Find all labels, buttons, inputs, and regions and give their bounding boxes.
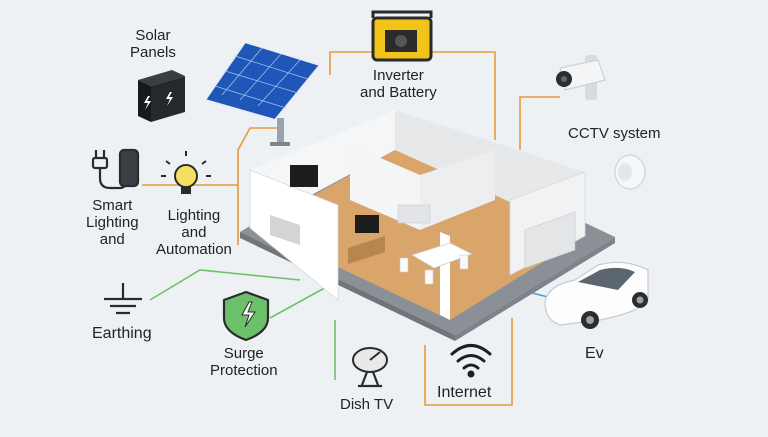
label-internet: Internet [437,384,491,402]
connector-earthing [150,270,300,300]
label-ev: Ev [585,345,604,363]
label-inverter-battery: Inverter and Battery [360,68,437,102]
connector-cctv [520,97,560,150]
connector-surge [270,285,330,318]
label-dish-tv: Dish TV [340,397,393,414]
label-line: and [86,232,139,249]
label-line: Inverter [360,68,437,85]
label-cctv: CCTV system [568,126,661,143]
smoke-detector-icon [615,155,645,189]
wifi-icon [452,346,490,377]
solar-panel-icon [205,42,320,146]
tv-unit-2 [355,215,379,233]
generator-icon [373,12,431,60]
light-bulb-icon [161,151,211,194]
label-line: Protection [210,363,278,380]
plug-icon [93,150,138,188]
label-line: and Battery [360,85,437,102]
chair [400,258,408,272]
label-earthing: Earthing [92,325,152,343]
label-line: Lighting [86,215,139,232]
label-surge-protection: Surge Protection [210,346,278,380]
battery-box-icon [138,70,185,122]
label-line: Panels [130,45,176,62]
tv-unit [290,165,318,187]
kitchen-counter [398,205,430,223]
cctv-camera-icon [556,55,605,100]
label-line: Lighting [156,208,232,225]
label-line: and [156,225,232,242]
earthing-icon [104,283,142,313]
label-lighting-automation: Lighting and Automation [156,208,232,258]
label-line: Automation [156,242,232,259]
satellite-dish-icon [353,348,387,386]
chair [425,270,433,284]
label-smart-lighting: Smart Lighting and [86,198,139,248]
label-line: Solar [130,28,176,45]
label-line: Surge [210,346,278,363]
label-line: Smart [86,198,139,215]
shield-bolt-icon [224,292,268,340]
label-solar-panels: Solar Panels [130,28,176,62]
chair [460,255,468,269]
